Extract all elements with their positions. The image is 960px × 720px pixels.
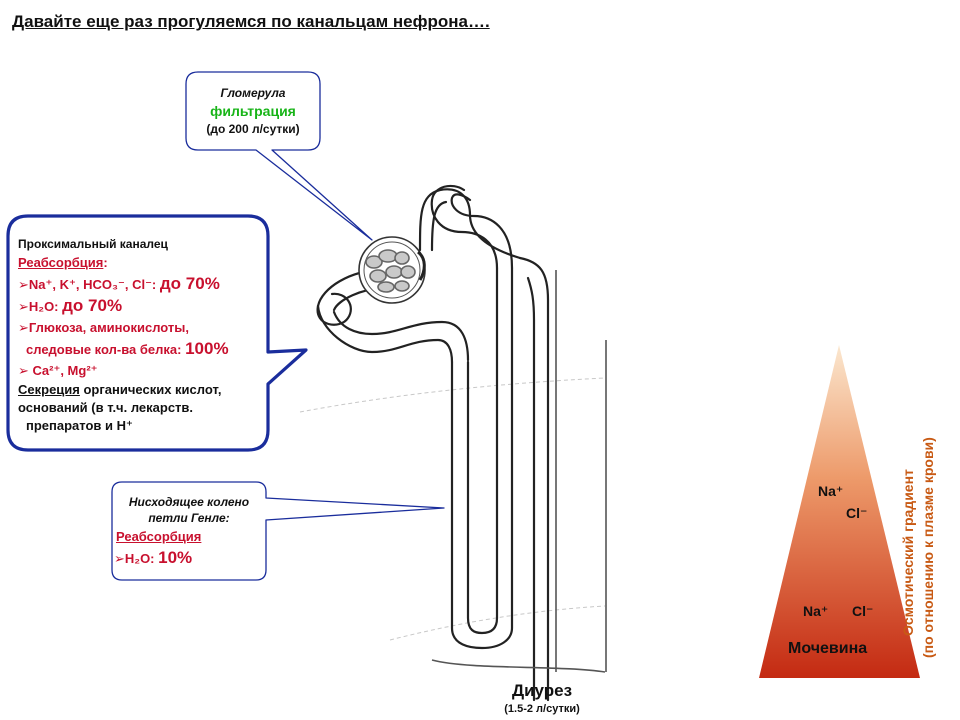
- ions-value: до 70%: [159, 274, 220, 293]
- reabsorption-colon: :: [103, 255, 108, 270]
- secretion-label: Секреция: [18, 382, 80, 397]
- na-top-label: Na⁺: [818, 483, 844, 499]
- water-label: H₂O:: [28, 299, 59, 314]
- ions-row: ➢Na⁺, K⁺, HCO₃⁻, Cl⁻: до 70%: [18, 274, 220, 293]
- secretion-row: Секреция органических кислот,: [18, 381, 274, 399]
- osmotic-gradient-caption-2: (по отношению к плазме крови): [920, 437, 936, 658]
- vessel-boundary: [431, 270, 607, 673]
- osmotic-gradient-caption: Осмотический градиент (по отношению к пл…: [898, 437, 938, 658]
- proximal-reabsorption-heading: Реабсорбция:: [18, 252, 274, 273]
- callout-proximal-shape: [6, 214, 308, 452]
- protein-row: следовые кол-ва белка: 100%: [18, 338, 274, 360]
- osmotic-gradient-triangle: [759, 345, 920, 678]
- na-bottom-label: Na⁺: [803, 603, 829, 619]
- diuresis: Диурез (1.5-2 л/сутки): [472, 680, 612, 716]
- glucose-label: Глюкоза, аминокислоты,: [28, 320, 189, 335]
- proximal-heading: Проксимальный каналец: [18, 237, 168, 251]
- loop-water-value: 10%: [158, 548, 193, 567]
- callout-loop: Нисходящее колено петли Генле: Реабсорбц…: [112, 494, 266, 569]
- loop-reabsorption-label: Реабсорбция: [116, 529, 202, 544]
- cl-bottom-label: Cl⁻: [852, 603, 874, 619]
- ca-mg-label: Ca²⁺, Mg²⁺: [32, 363, 98, 378]
- secretion-line-3: препаратов и H⁺: [26, 418, 133, 433]
- loop-heading-1: Нисходящее колено: [128, 495, 250, 509]
- page-title: Давайте еще раз прогуляемся по канальцам…: [12, 12, 490, 31]
- loop-water-label: H₂O:: [124, 551, 155, 566]
- zone-lines: [299, 377, 606, 641]
- diuresis-volume: (1.5-2 л/сутки): [504, 703, 580, 715]
- nephron-tubule: [316, 184, 550, 702]
- glomerulus: [358, 236, 426, 304]
- filtration-label: фильтрация: [210, 103, 296, 119]
- callout-glomerulus: Гломерула фильтрация (до 200 л/сутки): [186, 84, 320, 138]
- callout-glomerulus-shape: [185, 71, 373, 241]
- osmotic-gradient-caption-1: Осмотический градиент: [900, 469, 916, 636]
- ca-mg-row: ➢ Ca²⁺, Mg²⁺: [18, 363, 98, 378]
- water-row: ➢H₂O: до 70%: [18, 296, 123, 315]
- filtration-volume: (до 200 л/сутки): [206, 122, 300, 136]
- water-value: до 70%: [62, 296, 123, 315]
- urea-label: Мочевина: [788, 640, 868, 657]
- cl-top-label: Cl⁻: [846, 505, 868, 521]
- secretion-text: органических кислот,: [79, 382, 222, 397]
- diuresis-label: Диурез: [511, 681, 573, 700]
- glucose-row: ➢Глюкоза, аминокислоты,: [18, 320, 189, 335]
- callout-loop-shape: [111, 481, 445, 581]
- loop-water-row: ➢H₂O: 10%: [114, 548, 193, 567]
- protein-label: следовые кол-ва белка:: [26, 342, 182, 357]
- ions-label: Na⁺, K⁺, HCO₃⁻, Cl⁻:: [28, 277, 157, 292]
- protein-value: 100%: [185, 339, 229, 358]
- callout-proximal: Проксимальный каналец Реабсорбция: ➢Na⁺,…: [18, 236, 274, 435]
- secretion-line-2: оснований (в т.ч. лекарств.: [18, 400, 194, 415]
- glomerulus-label: Гломерула: [220, 86, 286, 100]
- loop-heading-2: петли Генле:: [148, 511, 230, 525]
- reabsorption-label: Реабсорбция: [18, 255, 104, 270]
